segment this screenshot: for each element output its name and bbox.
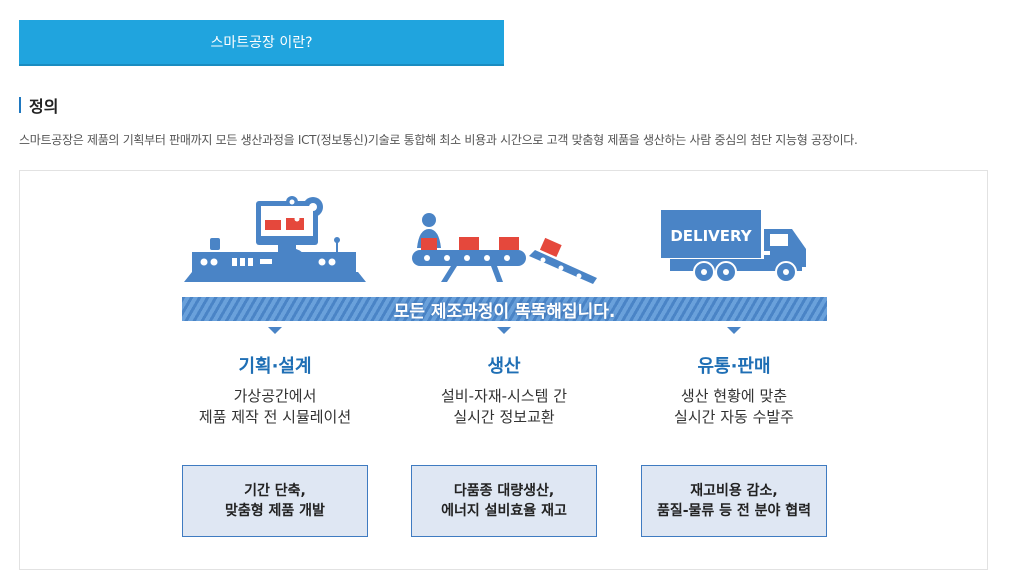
stage-distribution: 유통·판매 생산 현황에 맞춘 실시간 자동 수발주: [624, 352, 844, 428]
benefit-line: 품질-물류 등 전 분야 협력: [656, 503, 812, 519]
delivery-truck-icon: DELIVERY: [661, 210, 806, 283]
diagram-panel: [19, 170, 988, 570]
benefit-line: 다품종 대량생산,: [453, 483, 555, 499]
stage-title: 생산: [487, 356, 521, 377]
stage-desc-line: 설비-자재-시스템 간: [441, 387, 567, 405]
benefit-box-production: 다품종 대량생산, 에너지 설비효율 재고: [411, 465, 597, 537]
computer-operator-icon: [184, 196, 366, 282]
stage-title: 유통·판매: [697, 356, 771, 377]
stage-desc-line: 가상공간에서: [233, 387, 317, 405]
process-banner: 모든 제조과정이 똑똑해집니다.: [182, 297, 827, 322]
stage-desc-line: 생산 현황에 맞춘: [680, 387, 788, 405]
stage-planning: 기획·설계 가상공간에서 제품 제작 전 시뮬레이션: [165, 352, 385, 428]
benefit-line: 에너지 설비효율 재고: [441, 503, 567, 519]
benefit-line: 맞춤형 제품 개발: [225, 503, 325, 519]
truck-label: DELIVERY: [670, 227, 752, 245]
benefit-box-distribution: 재고비용 감소, 품질-물류 등 전 분야 협력: [641, 465, 827, 537]
section-description: 스마트공장은 제품의 기획부터 판매까지 모든 생산과정을 ICT(정보통신)기…: [19, 133, 858, 147]
section-title: 정의: [29, 97, 59, 116]
arrow-down-icon: [727, 327, 741, 334]
benefit-line: 기간 단축,: [244, 483, 306, 499]
stage-desc-line: 실시간 자동 수발주: [674, 408, 794, 426]
stage-desc-line: 제품 제작 전 시뮬레이션: [198, 408, 352, 426]
tab-label: 스마트공장 이란?: [210, 35, 313, 51]
banner-text: 모든 제조과정이 똑똑해집니다.: [393, 301, 616, 322]
tab-smart-factory[interactable]: 스마트공장 이란?: [19, 20, 504, 66]
arrow-down-icon: [497, 327, 511, 334]
section-heading: 정의: [19, 95, 59, 116]
arrow-down-icon: [268, 327, 282, 334]
stage-title: 기획·설계: [238, 356, 312, 377]
conveyor-belt-icon: [412, 213, 597, 284]
stage-desc-line: 실시간 정보교환: [453, 408, 555, 426]
benefit-line: 재고비용 감소,: [690, 483, 778, 499]
benefit-box-planning: 기간 단축, 맞춤형 제품 개발: [182, 465, 368, 537]
heading-bar: [19, 97, 21, 113]
stage-production: 생산 설비-자재-시스템 간 실시간 정보교환: [394, 352, 614, 428]
